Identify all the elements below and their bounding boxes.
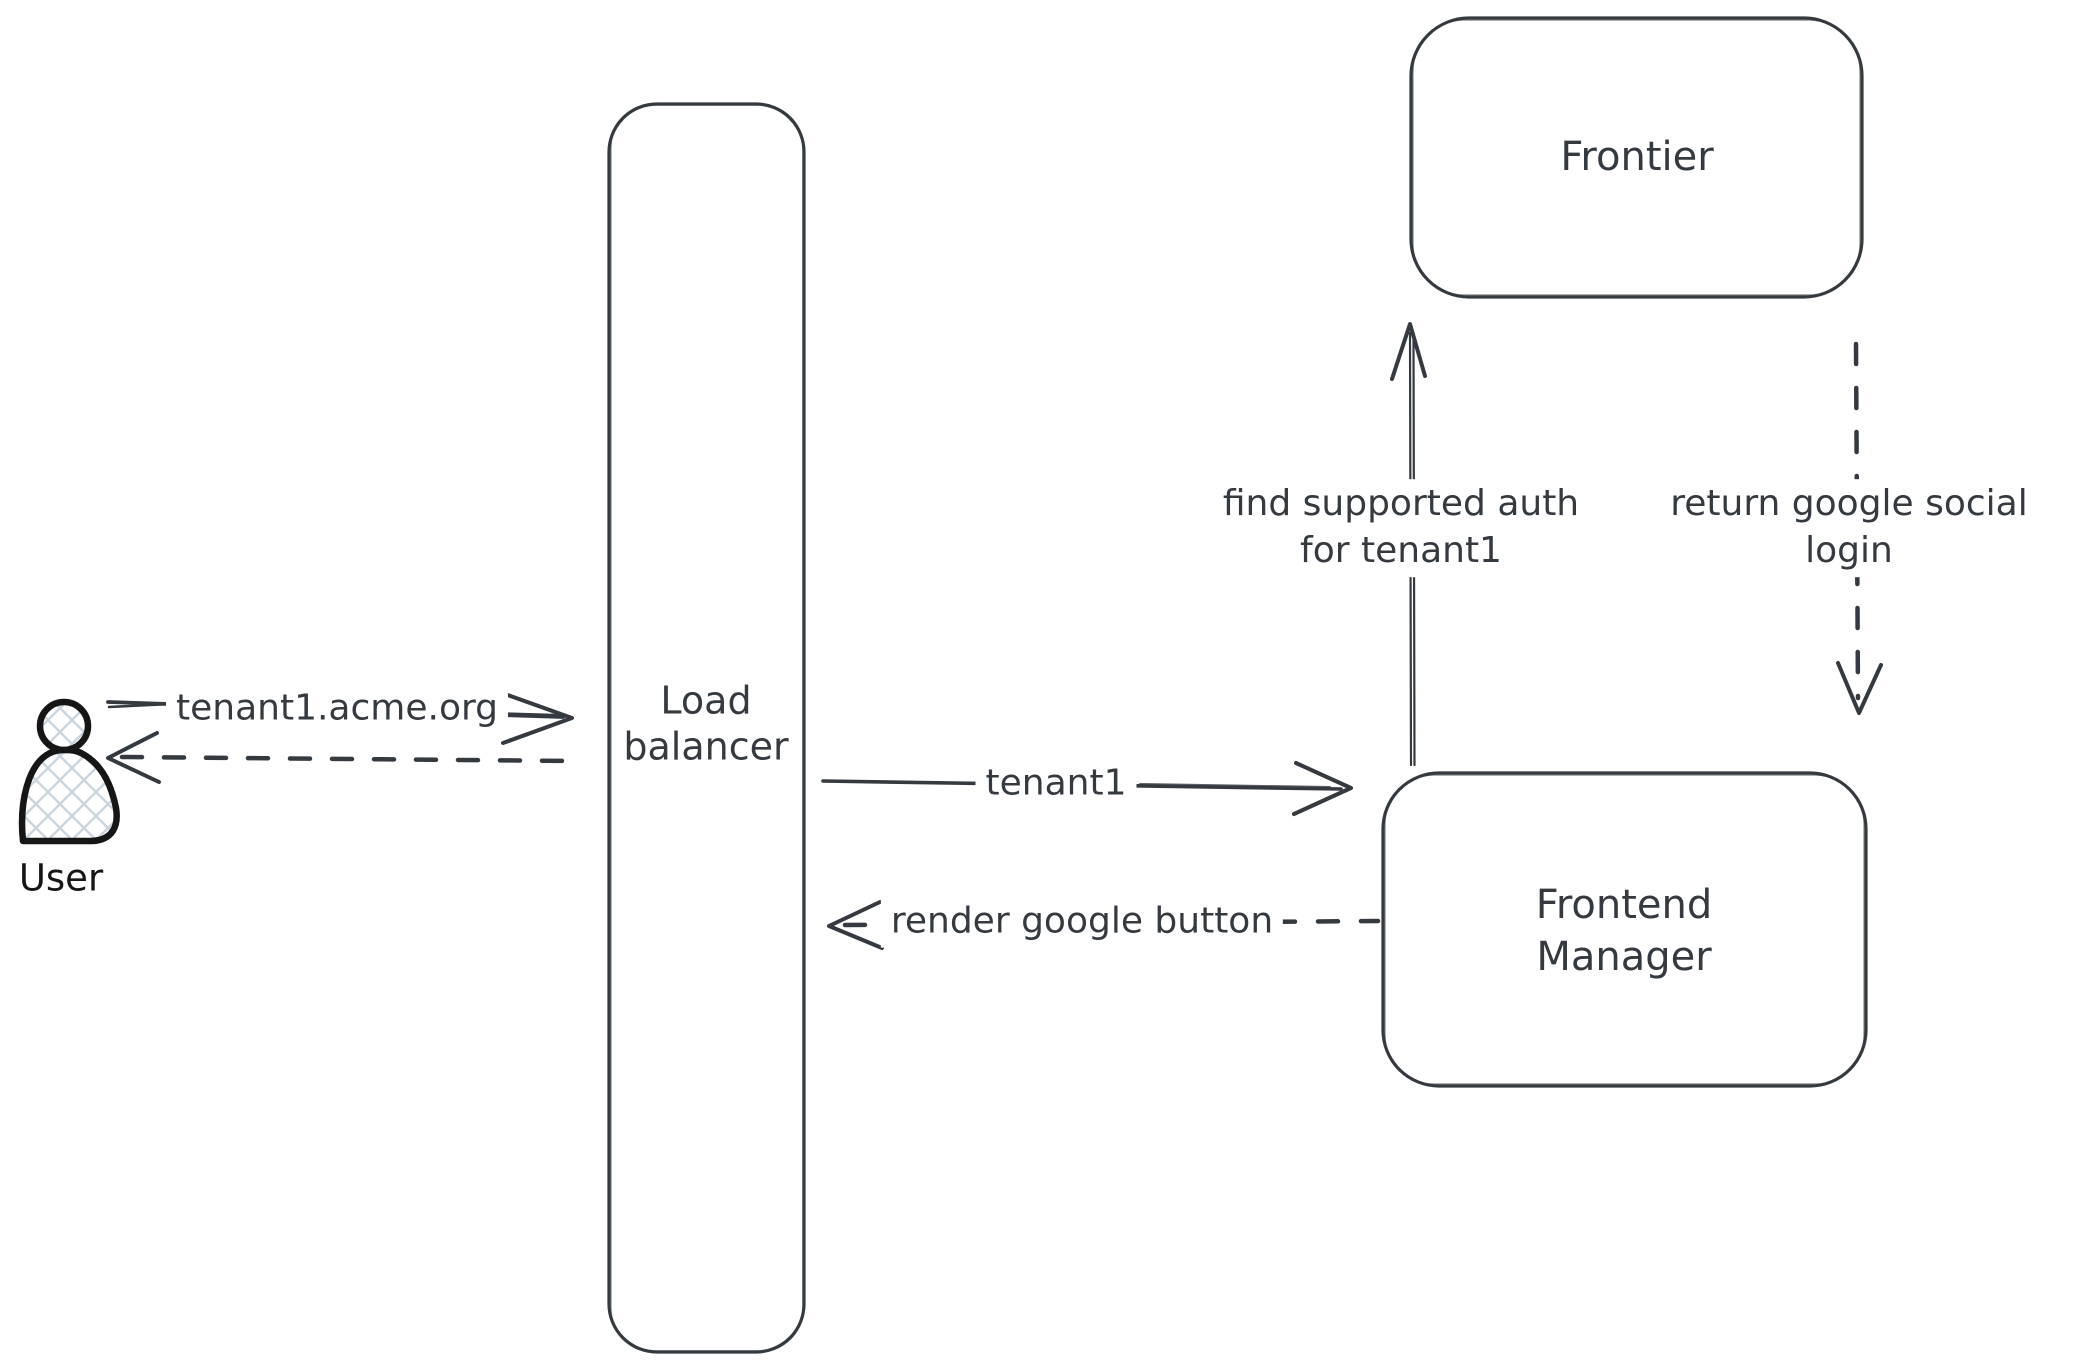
edge-label-tenant1-acme-org: tenant1.acme.org: [166, 683, 508, 735]
load-balancer-label-line1: Load: [660, 678, 752, 723]
person-icon: [18, 698, 120, 845]
edge-label-return-google-social-login: return google social login: [1660, 479, 2038, 577]
edge-label-find-supported-auth-line1: find supported auth: [1222, 483, 1580, 525]
frontier-label: Frontier: [1560, 134, 1714, 180]
frontend-manager-box: [1381, 771, 1868, 1088]
edge-label-return-google-social-login-line1: return google social: [1670, 483, 2028, 525]
load-balancer-box: [607, 102, 806, 1354]
load-balancer-label: Load balancer: [623, 678, 788, 771]
load-balancer-label-line2: balancer: [623, 725, 789, 769]
edge-label-return-google-social-login-line2: login: [1805, 530, 1893, 571]
frontend-manager-label: Frontend Manager: [1536, 879, 1713, 983]
arrow-lb-to-user: [106, 731, 577, 784]
user-label: User: [18, 856, 104, 900]
frontier-box: [1409, 16, 1864, 299]
edge-label-find-supported-auth: find supported auth for tenant1: [1212, 479, 1590, 577]
frontend-manager-label-line1: Frontend: [1535, 882, 1713, 928]
edge-label-find-supported-auth-line2: for tenant1: [1300, 530, 1502, 571]
frontend-manager-label-line2: Manager: [1536, 934, 1712, 980]
edge-label-render-google-button: render google button: [880, 896, 1284, 948]
edge-label-tenant1: tenant1: [975, 758, 1137, 810]
